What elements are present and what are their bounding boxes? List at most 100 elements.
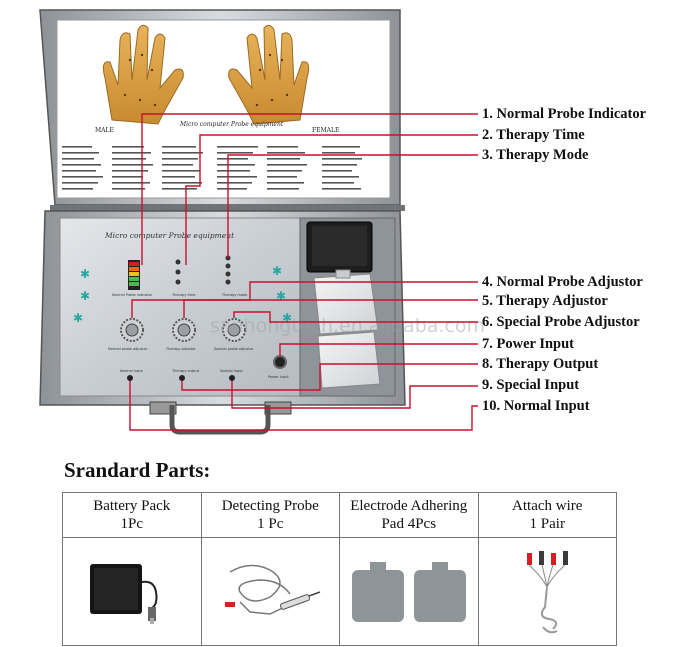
callout-special-probe-adjustor: 6. Special Probe Adjustor bbox=[482, 314, 640, 330]
callout-therapy-adjustor: 5. Therapy Adjustor bbox=[482, 293, 608, 309]
battery-in-compartment bbox=[306, 221, 373, 273]
callout-power-input: 7. Power Input bbox=[482, 336, 574, 352]
electrode-pad-cell bbox=[339, 537, 479, 646]
callout-therapy-time: 2. Therapy Time bbox=[482, 127, 585, 143]
chart-list-line bbox=[217, 170, 250, 172]
panel-title: Micro computer Probe equipment bbox=[104, 231, 235, 240]
svg-text:✱: ✱ bbox=[80, 289, 90, 303]
chart-list-line bbox=[112, 176, 143, 178]
part-name: Battery Pack bbox=[93, 498, 171, 514]
svg-text:✱: ✱ bbox=[282, 311, 292, 325]
therapy-adjustor-knob[interactable]: Therapy adjustor bbox=[165, 318, 196, 351]
chart-list-line bbox=[162, 158, 198, 160]
chart-list-line bbox=[112, 188, 145, 190]
battery-pack-cell bbox=[62, 537, 202, 646]
chart-list-line bbox=[322, 146, 360, 148]
part-qty: 1 Pc bbox=[257, 516, 284, 532]
special-probe-adjustor-knob[interactable]: Special probe adjustor bbox=[214, 318, 254, 351]
chart-list-line bbox=[267, 164, 307, 166]
callout-normal-probe-adjustor: 4. Normal Probe Adjustor bbox=[482, 274, 643, 290]
chart-list-line bbox=[112, 152, 151, 154]
callout-therapy-output: 8. Therapy Output bbox=[482, 356, 599, 372]
chart-list-line bbox=[112, 164, 153, 166]
part-qty: Pad 4Pcs bbox=[381, 516, 437, 532]
part-qty: 1 Pair bbox=[529, 516, 565, 532]
case-lid bbox=[39, 9, 401, 206]
chart-list-line bbox=[62, 188, 93, 190]
female-hand bbox=[228, 24, 310, 125]
chart-list-line bbox=[62, 158, 94, 160]
chart-list-line bbox=[217, 182, 252, 184]
therapy-output-caption: Therapy output bbox=[171, 369, 200, 373]
normal-probe-adjustor-caption: Normal probe adjustor bbox=[108, 347, 148, 351]
normal-input-jack[interactable]: Normal input bbox=[120, 369, 143, 381]
chart-list-line bbox=[162, 152, 203, 154]
attach-wire-image bbox=[527, 550, 569, 633]
chart-list-line bbox=[322, 182, 354, 184]
power-input-caption: Power input bbox=[268, 375, 289, 379]
parts-title: Srandard Parts: bbox=[64, 458, 211, 482]
attach-wire-cell bbox=[477, 537, 617, 646]
therapy-output-jack[interactable]: Therapy output bbox=[171, 369, 200, 381]
chart-list-line bbox=[217, 176, 257, 178]
electrode-pads-in-case bbox=[313, 269, 381, 389]
lid-title: Micro computer Probe equipment bbox=[179, 121, 284, 128]
part-name: Attach wire bbox=[512, 498, 583, 514]
part-name: Detecting Probe bbox=[221, 498, 319, 514]
chart-list-line bbox=[217, 146, 258, 148]
parts-image-row bbox=[62, 537, 617, 646]
parts-table: Battery Pack 1Pc Detecting Probe 1 Pc El… bbox=[62, 492, 617, 646]
chart-list-line bbox=[62, 164, 101, 166]
part-header-battery-pack: Battery Pack 1Pc bbox=[62, 492, 202, 538]
chart-list-line bbox=[267, 176, 297, 178]
svg-text:✱: ✱ bbox=[73, 311, 83, 325]
part-name: Electrode Adhering bbox=[350, 498, 468, 514]
part-header-detecting-probe: Detecting Probe 1 Pc bbox=[200, 492, 340, 538]
chart-list-line bbox=[112, 146, 144, 148]
chart-list-line bbox=[267, 152, 305, 154]
control-panel bbox=[59, 217, 301, 397]
acupoint-list bbox=[62, 146, 362, 190]
chart-list-line bbox=[217, 164, 255, 166]
chart-list-line bbox=[322, 158, 362, 160]
therapy-mode-caption: Therapy mode bbox=[221, 293, 247, 297]
chart-list-line bbox=[162, 182, 202, 184]
normal-input-caption: Normal input bbox=[120, 369, 143, 373]
case-handle[interactable] bbox=[149, 401, 292, 435]
chart-list-line bbox=[62, 152, 99, 154]
therapy-time-caption: Therapy time bbox=[171, 293, 195, 297]
svg-text:✱: ✱ bbox=[272, 264, 282, 278]
female-label: FEMALE bbox=[312, 127, 339, 134]
chart-list-line bbox=[162, 146, 196, 148]
chart-list-line bbox=[267, 146, 298, 148]
callout-normal-probe-indicator: 1. Normal Probe Indicator bbox=[482, 106, 647, 122]
chart-list-line bbox=[112, 158, 146, 160]
chart-list-line bbox=[62, 146, 92, 148]
normal-probe-adjustor-knob[interactable]: Normal probe adjustor bbox=[108, 318, 148, 351]
watermark: sanhongtech.en.alibaba.com bbox=[210, 315, 485, 337]
therapy-adjustor-caption: Therapy adjustor bbox=[165, 347, 196, 351]
parts-header-row: Battery Pack 1Pc Detecting Probe 1 Pc El… bbox=[62, 492, 617, 538]
chart-list-line bbox=[217, 188, 247, 190]
chart-list-line bbox=[112, 182, 150, 184]
chart-list-line bbox=[267, 158, 300, 160]
male-label: MALE bbox=[95, 127, 114, 134]
male-hand bbox=[102, 24, 184, 125]
device-photo: MALE FEMALE Micro computer Probe equipme… bbox=[39, 9, 485, 435]
acupoint-chart: MALE FEMALE Micro computer Probe equipme… bbox=[62, 24, 362, 190]
svg-text:✱: ✱ bbox=[80, 267, 90, 281]
chart-list-line bbox=[162, 176, 195, 178]
chart-list-line bbox=[162, 164, 193, 166]
special-input-jack[interactable]: Special input bbox=[220, 369, 243, 381]
chart-list-line bbox=[322, 176, 359, 178]
therapy-mode-leds: Therapy mode bbox=[221, 255, 247, 297]
indicator-caption: Normal Probe indicator bbox=[112, 293, 153, 297]
battery-pack-image bbox=[89, 563, 158, 624]
chart-list-line bbox=[322, 164, 357, 166]
callout-lines bbox=[129, 113, 478, 431]
normal-probe-indicator-display: Normal Probe indicator bbox=[112, 260, 153, 297]
chart-list-line bbox=[322, 170, 352, 172]
chart-list-line bbox=[322, 188, 361, 190]
chart-list-line bbox=[162, 188, 197, 190]
